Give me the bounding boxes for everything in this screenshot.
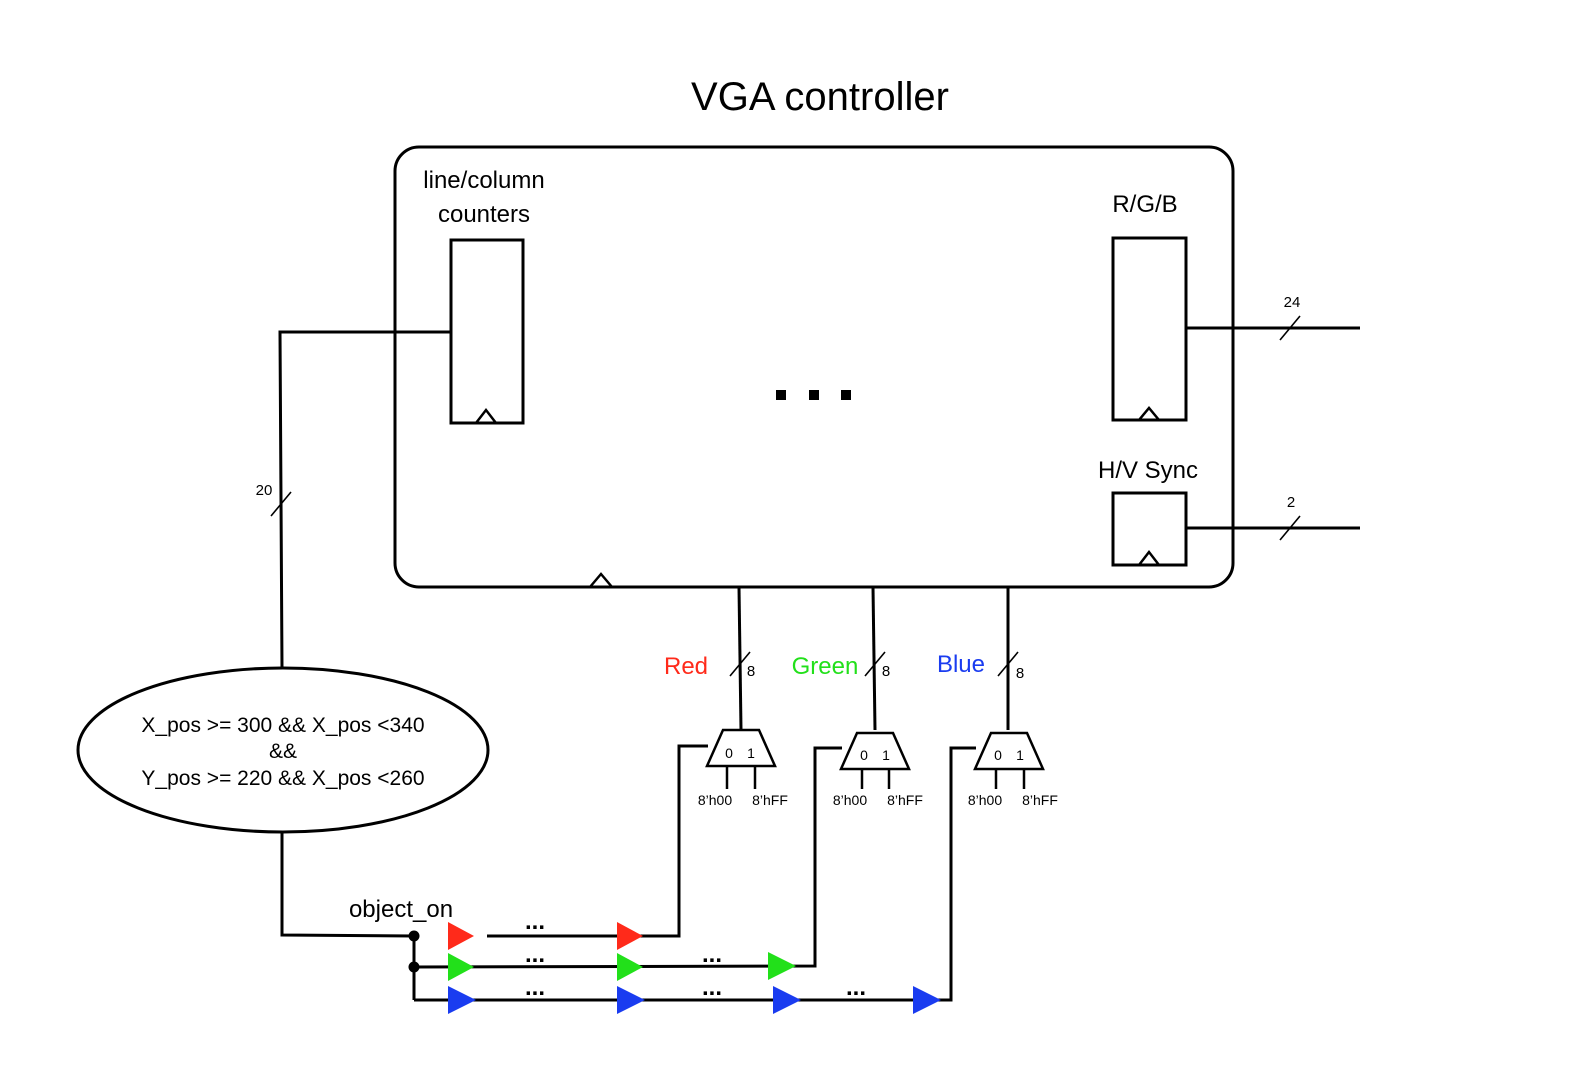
controller-box — [393, 145, 1235, 589]
green-ellipsis-1: ... — [525, 941, 545, 968]
green-channel-wire — [871, 586, 877, 731]
green-buffer-3 — [768, 952, 796, 980]
blue-buffer-4 — [913, 986, 941, 1014]
junction-dot-1 — [408, 930, 420, 942]
green-mux-in1: 8’hFF — [887, 792, 923, 808]
red-buffer-2 — [617, 922, 643, 950]
green-mux-sel0: 0 — [860, 747, 868, 763]
sync-label: H/V Sync — [1098, 457, 1198, 484]
sync-bus-slash — [1279, 515, 1301, 541]
red-channel-label: Red — [664, 653, 708, 680]
red-bus-slash — [729, 651, 751, 677]
sync-clock-icon — [1138, 549, 1160, 566]
green-bus-width: 8 — [882, 663, 890, 680]
counters-label-line2: counters — [438, 201, 530, 228]
blue-mux-sel1: 1 — [1016, 747, 1024, 763]
blue-mux — [973, 731, 1045, 771]
object-on-label: object_on — [349, 896, 453, 923]
green-mux — [839, 731, 911, 771]
green-channel-label: Green — [792, 653, 859, 680]
blue-buffer-3 — [773, 986, 801, 1014]
rgb-register — [1111, 236, 1188, 422]
red-buffer-1 — [448, 922, 474, 950]
red-mux — [705, 728, 777, 768]
blue-buffer-2 — [617, 986, 645, 1014]
red-mux-in0: 8’h00 — [698, 792, 732, 808]
object-on-wire — [280, 832, 415, 938]
counters-label-line1: line/column — [423, 167, 544, 194]
green-mux-sel1: 1 — [882, 747, 890, 763]
diagram-title: VGA controller — [691, 75, 949, 119]
condition-line1: X_pos >= 300 && X_pos <340 — [141, 714, 424, 737]
blue-buffer-1 — [448, 986, 476, 1014]
green-buffer-2 — [617, 953, 643, 981]
green-mux-in0: 8’h00 — [833, 792, 867, 808]
counters-bus-width: 20 — [256, 482, 273, 499]
red-mux-sel1: 1 — [747, 745, 755, 761]
counters-bus-wire — [278, 330, 451, 669]
counters-register — [449, 238, 525, 425]
blue-channel-label: Blue — [937, 651, 985, 678]
counters-bus-slash — [270, 491, 292, 517]
green-bus-slash — [864, 651, 886, 677]
blue-mux-sel0: 0 — [994, 747, 1002, 763]
rgb-bus-slash — [1279, 315, 1301, 341]
green-buffer-1 — [448, 953, 474, 981]
middle-ellipsis-dot-1 — [776, 390, 786, 400]
blue-mux-in0: 8’h00 — [968, 792, 1002, 808]
blue-bus-slash — [997, 651, 1019, 677]
blue-mux-in1: 8’hFF — [1022, 792, 1058, 808]
green-select-wire — [413, 746, 842, 969]
blue-select-wire — [414, 746, 976, 1002]
condition-line2: && — [269, 740, 297, 763]
red-bus-width-value: 8 — [747, 663, 755, 680]
controller-clock-icon — [589, 572, 613, 588]
red-mux-in1: 8’hFF — [752, 792, 788, 808]
blue-ellipsis-2: ... — [702, 974, 722, 1001]
middle-ellipsis-dot-3 — [841, 390, 851, 400]
middle-ellipsis-dot-2 — [809, 390, 819, 400]
rgb-clock-icon — [1138, 406, 1160, 421]
red-select-wire — [487, 744, 708, 938]
sync-bus-width: 2 — [1287, 494, 1295, 511]
counters-clock-icon — [475, 407, 497, 424]
blue-bus-width: 8 — [1016, 665, 1024, 682]
red-mux-sel0: 0 — [725, 745, 733, 761]
condition-line3: Y_pos >= 220 && X_pos <260 — [141, 767, 424, 790]
blue-ellipsis-3: ... — [846, 974, 866, 1001]
rgb-label: R/G/B — [1112, 191, 1177, 218]
green-ellipsis-2: ... — [702, 941, 722, 968]
rgb-bus-width: 24 — [1284, 294, 1301, 311]
blue-ellipsis-1: ... — [525, 974, 545, 1001]
red-channel-wire — [737, 586, 743, 731]
red-ellipsis-1: ... — [525, 908, 545, 935]
